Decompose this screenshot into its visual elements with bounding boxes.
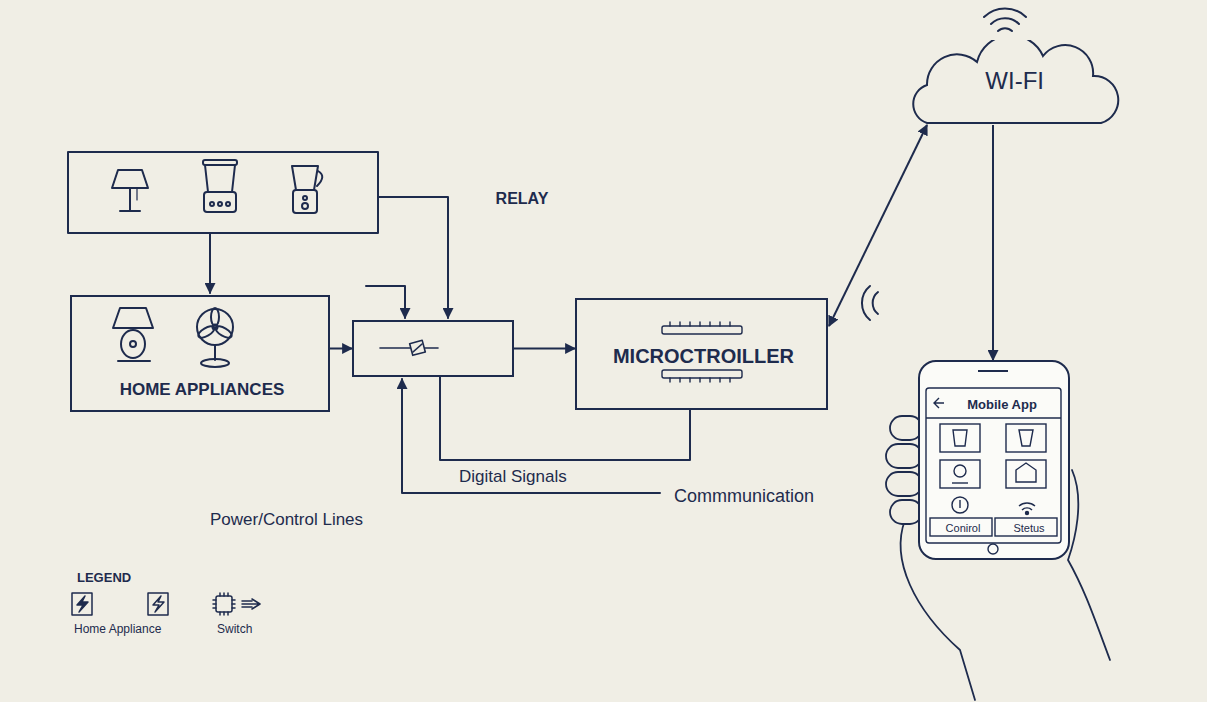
line-label: Power/Control Lines	[208, 510, 365, 530]
cloud-shape	[913, 40, 1118, 123]
legend-title: LEGEND	[75, 571, 133, 586]
phone-screen	[920, 362, 1067, 557]
connector	[514, 348, 575, 350]
tab-label: Stetus	[1013, 522, 1044, 535]
phone-details	[926, 371, 1061, 554]
node-title: HOME APPLIANCES	[120, 380, 285, 400]
flow-arrow	[209, 233, 211, 293]
connector	[330, 348, 352, 350]
lamp-icon	[113, 308, 153, 361]
flow-arrow	[366, 286, 405, 318]
tab-label: Conirol	[946, 522, 981, 535]
flow-arrow	[378, 197, 448, 318]
microcontroller-box: MICROCTROILLER	[575, 298, 828, 410]
wifi-cloud: WI-FI	[905, 40, 1120, 125]
app-title: Mobile App	[967, 398, 1037, 413]
connector	[829, 125, 927, 326]
node-title: RELAY	[496, 190, 549, 208]
fan-icon	[197, 308, 234, 367]
connector	[992, 125, 994, 360]
legend-entry: Home Appliance	[72, 623, 163, 637]
edge-label: Digital Signals	[457, 467, 569, 487]
mobile-phone: Mobile AppConirol Stetus	[918, 360, 1070, 560]
node-title: MICROCTROILLER	[613, 345, 794, 368]
appliance-box: HOME APPLIANCES	[70, 295, 330, 412]
line-label: Commmunication	[672, 486, 816, 507]
appliance-group-box	[68, 152, 378, 233]
lamp-icon	[112, 170, 148, 211]
node-title: WI-FI	[985, 67, 1044, 95]
blender-icon	[292, 166, 322, 213]
switch-symbol	[380, 340, 438, 355]
blender-icon	[203, 160, 237, 212]
legend-entry: Switch	[215, 623, 254, 637]
connector	[440, 377, 690, 460]
legend-icons	[72, 593, 260, 615]
relay-box: RELAY	[352, 320, 514, 377]
